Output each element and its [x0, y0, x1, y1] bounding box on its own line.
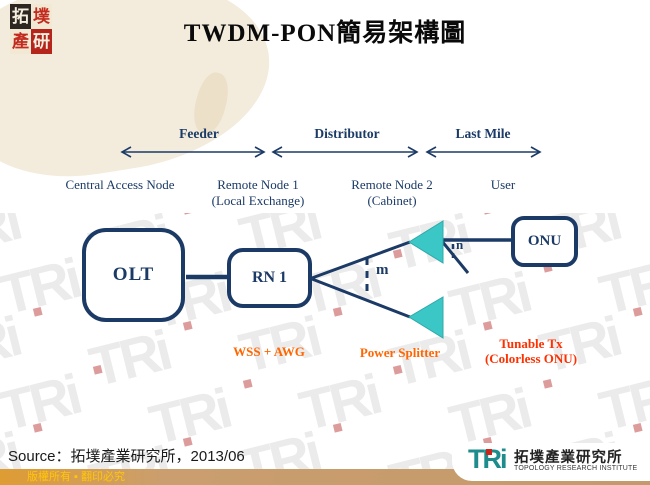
seal-char: 拓 — [10, 4, 31, 29]
rn1-box: RN 1 — [227, 248, 312, 308]
tri-brand-logo: TRi 拓墣產業研究所 TOPOLOGY RESEARCH INSTITUTE — [452, 443, 650, 481]
tri-watermark: TRi — [233, 420, 343, 471]
section-label-distributor: Distributor — [314, 126, 380, 141]
n-count-label: n — [456, 237, 464, 252]
seal-char: 研 — [31, 29, 52, 54]
node-label-user: User — [436, 177, 570, 193]
distributor-arrow — [271, 146, 419, 158]
source-note: Source：拓墣產業研究所，2013/06 — [8, 448, 245, 465]
section-label-feeder: Feeder — [179, 126, 219, 141]
olt-box: OLT — [82, 228, 185, 322]
node-label-main: Remote Node 1 — [217, 177, 299, 192]
seal-char: 產 — [10, 29, 31, 54]
node-label-remote-1: Remote Node 1 (Local Exchange) — [191, 177, 325, 209]
wss-awg-label: WSS + AWG — [233, 344, 305, 359]
node-label-main: Central Access Node — [65, 177, 175, 192]
power-splitter-label: Power Splitter — [359, 345, 441, 360]
tri-watermark: TRi — [83, 318, 193, 399]
onu-box: ONU — [511, 216, 578, 267]
node-label-sub: (Cabinet) — [367, 193, 417, 208]
tri-logo-red-dot-icon — [486, 449, 492, 455]
node-label-main: User — [490, 177, 516, 192]
node-label-remote-2: Remote Node 2 (Cabinet) — [325, 177, 459, 209]
section-label-last-mile: Last Mile — [455, 126, 511, 141]
copyright-text: 版權所有 ▪ 翻印必究 — [27, 471, 126, 483]
brand-name-en: TOPOLOGY RESEARCH INSTITUTE — [514, 465, 638, 472]
tunable-tx-line2: (Colorless ONU) — [484, 351, 578, 366]
seal-char: 墣 — [31, 4, 52, 29]
node-label-main: Remote Node 2 — [351, 177, 433, 192]
tunable-tx-label: Tunable Tx (Colorless ONU) — [461, 336, 601, 366]
tunable-tx-line1: Tunable Tx — [499, 336, 563, 351]
corner-seal-logo: 拓 墣 產 研 — [10, 4, 52, 54]
node-label-central-access: Central Access Node — [53, 177, 187, 193]
page-title: TWDM-PON簡易架構圖 — [183, 20, 467, 47]
m-count-label: m — [376, 262, 389, 278]
last-mile-arrow — [425, 146, 542, 158]
brand-name-cn: 拓墣產業研究所 — [514, 450, 623, 466]
node-label-sub: (Local Exchange) — [211, 193, 305, 208]
